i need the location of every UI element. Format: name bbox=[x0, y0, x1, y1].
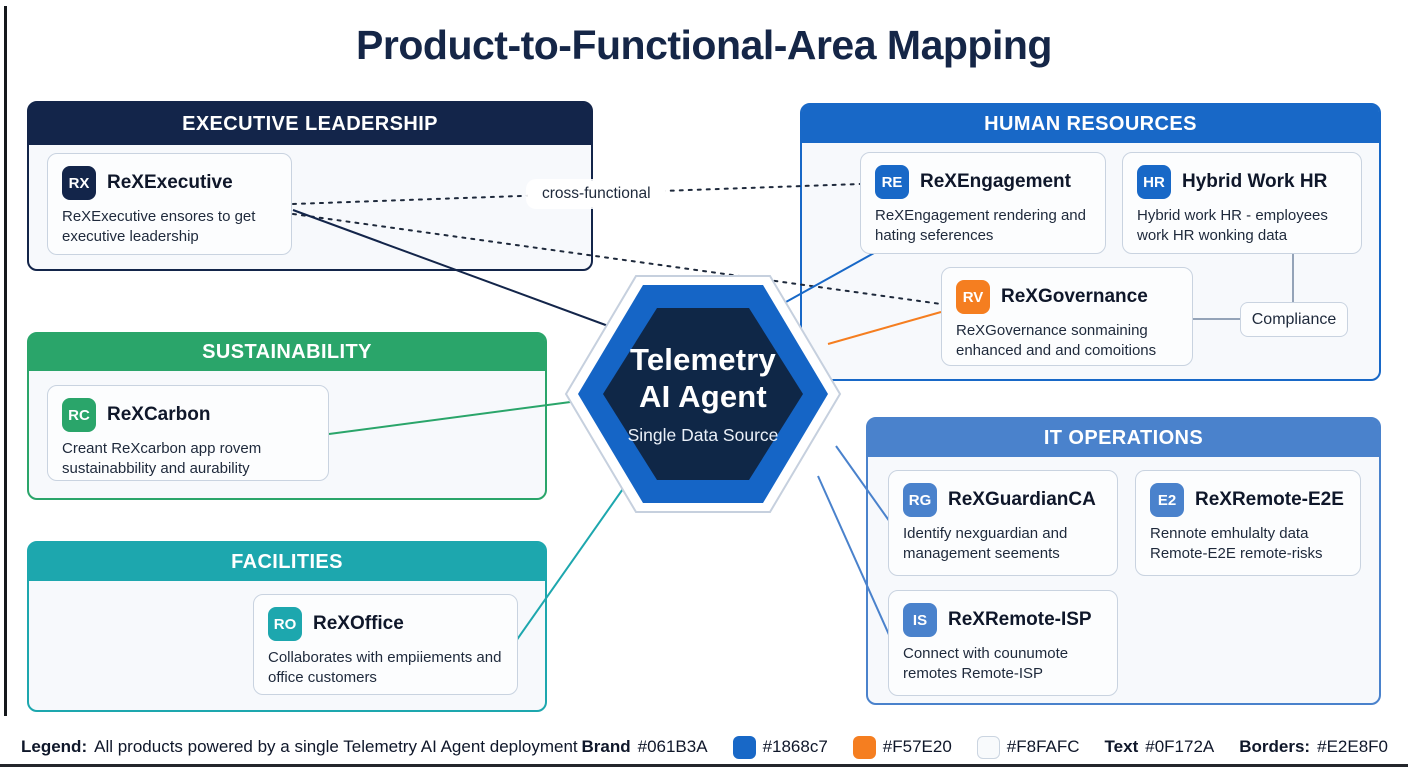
legend-label: Legend: bbox=[21, 737, 88, 756]
rex-office-badge-icon: RO bbox=[268, 607, 302, 641]
card-head: RG ReXGuardianCA bbox=[903, 483, 1103, 517]
card-title: ReXOffice bbox=[313, 613, 404, 634]
legend-item-value: #061B3A bbox=[637, 737, 708, 756]
page-title: Product-to-Functional-Area Mapping bbox=[356, 22, 1052, 68]
card-rex-office: RO ReXOffice Collaborates with empiiemen… bbox=[253, 594, 518, 695]
card-description: ReXEngagement rendering and hating sefer… bbox=[875, 207, 1086, 244]
legend-item-text: Text #0F172A bbox=[1105, 737, 1215, 757]
legend-bar: Legend: All products powered by a single… bbox=[0, 732, 1408, 762]
card-title: ReXExecutive bbox=[107, 172, 233, 193]
legend-item-brand: Brand #061B3A bbox=[581, 737, 707, 757]
area-it-operations-header: IT OPERATIONS bbox=[868, 419, 1379, 457]
card-title: ReXEngagement bbox=[920, 171, 1071, 192]
rex-carbon-badge-icon: RC bbox=[62, 398, 96, 432]
card-description: Creant ReXcarbon app rovem sustainabbili… bbox=[62, 440, 262, 477]
card-rex-remote-isp: IS ReXRemote-ISP Connect with counumote … bbox=[888, 590, 1118, 696]
card-head: E2 ReXRemote-E2E bbox=[1150, 483, 1346, 517]
legend-item-value: #0F172A bbox=[1145, 737, 1215, 756]
screen-edge-artifact-bottom bbox=[0, 764, 1408, 767]
card-description: ReXExecutive ensores to get executive le… bbox=[62, 208, 256, 245]
card-title: ReXRemote-ISP bbox=[948, 609, 1092, 630]
hexagon-icon bbox=[564, 275, 842, 513]
card-head: RC ReXCarbon bbox=[62, 398, 314, 432]
card-head: IS ReXRemote-ISP bbox=[903, 603, 1103, 637]
card-description: Collaborates with empiiements and office… bbox=[268, 649, 502, 686]
legend-item-value: #E2E8F0 bbox=[1317, 737, 1388, 756]
card-rex-carbon: RC ReXCarbon Creant ReXcarbon app rovem … bbox=[47, 385, 329, 481]
card-description: ReXGovernance sonmaining enhanced and an… bbox=[956, 322, 1157, 359]
legend-item-name: Borders: bbox=[1239, 737, 1311, 756]
legend-item-borders: Borders: #E2E8F0 bbox=[1239, 737, 1388, 757]
legend-items: Brand #061B3A #1868c7 #F57E20 #F8FAFC Te… bbox=[581, 735, 1388, 759]
hybrid-work-hr-badge-icon: HR bbox=[1137, 165, 1171, 199]
rex-governance-badge-icon: RV bbox=[956, 280, 990, 314]
card-head: HR Hybrid Work HR bbox=[1137, 165, 1347, 199]
orange-swatch-icon bbox=[852, 735, 876, 759]
compliance-node: Compliance bbox=[1240, 302, 1348, 337]
legend-item-value: #1868c7 bbox=[762, 737, 828, 756]
card-title: ReXRemote-E2E bbox=[1195, 489, 1344, 510]
card-description: Hybrid work HR - employees work HR wonki… bbox=[1137, 207, 1328, 244]
card-head: RX ReXExecutive bbox=[62, 166, 277, 200]
card-rex-executive: RX ReXExecutive ReXExecutive ensores to … bbox=[47, 153, 292, 255]
card-description: Rennote emhulalty data Remote-E2E remote… bbox=[1150, 525, 1323, 562]
area-human-resources-header: HUMAN RESOURCES bbox=[802, 105, 1379, 143]
card-hybrid-work-hr: HR Hybrid Work HR Hybrid work HR - emplo… bbox=[1122, 152, 1362, 254]
hexagon-title-line2: AI Agent bbox=[639, 378, 767, 414]
screen-edge-artifact-left bbox=[4, 6, 7, 716]
hexagon-subtitle: Single Data Source bbox=[627, 425, 779, 446]
rex-guardian-badge-icon: RG bbox=[903, 483, 937, 517]
legend-item-value: #F8FAFC bbox=[1006, 737, 1080, 756]
card-rex-remote-e2e: E2 ReXRemote-E2E Rennote emhulalty data … bbox=[1135, 470, 1361, 576]
hexagon-text: Telemetry AI Agent Single Data Source bbox=[561, 268, 845, 520]
light-swatch-icon bbox=[976, 735, 1000, 759]
legend-item-value: #F57E20 bbox=[882, 737, 952, 756]
area-executive-leadership-header: EXECUTIVE LEADERSHIP bbox=[29, 103, 591, 145]
legend-item-name: Brand bbox=[581, 737, 631, 756]
legend-item-surface: #F8FAFC bbox=[976, 735, 1080, 759]
rex-engagement-badge-icon: RE bbox=[875, 165, 909, 199]
card-title: Hybrid Work HR bbox=[1182, 171, 1328, 192]
area-facilities-header: FACILITIES bbox=[29, 543, 545, 581]
card-head: RV ReXGovernance bbox=[956, 280, 1178, 314]
telemetry-ai-agent-node: Telemetry AI Agent Single Data Source bbox=[561, 268, 845, 520]
card-head: RE ReXEngagement bbox=[875, 165, 1091, 199]
blue-swatch-icon bbox=[732, 735, 756, 759]
card-rex-guardian-ca: RG ReXGuardianCA Identify nexguardian an… bbox=[888, 470, 1118, 576]
rex-remote-e2e-badge-icon: E2 bbox=[1150, 483, 1184, 517]
card-head: RO ReXOffice bbox=[268, 607, 503, 641]
card-title: ReXGovernance bbox=[1001, 286, 1148, 307]
rex-executive-badge-icon: RX bbox=[62, 166, 96, 200]
card-rex-engagement: RE ReXEngagement ReXEngagement rendering… bbox=[860, 152, 1106, 254]
card-rex-governance: RV ReXGovernance ReXGovernance sonmainin… bbox=[941, 267, 1193, 366]
card-description: Identify nexguardian and management seem… bbox=[903, 525, 1068, 562]
card-description: Connect with counumote remotes Remote-IS… bbox=[903, 645, 1069, 682]
card-title: ReXCarbon bbox=[107, 404, 211, 425]
legend-item-name: Text bbox=[1104, 737, 1139, 756]
legend-item-orange: #F57E20 bbox=[852, 735, 952, 759]
legend-item-blue: #1868c7 bbox=[732, 735, 828, 759]
cross-functional-label: cross-functional bbox=[528, 181, 665, 207]
area-sustainability-header: SUSTAINABILITY bbox=[29, 334, 545, 371]
card-title: ReXGuardianCA bbox=[948, 489, 1096, 510]
hexagon-title-line1: Telemetry bbox=[630, 341, 776, 377]
rex-remote-isp-badge-icon: IS bbox=[903, 603, 937, 637]
legend-text: All products powered by a single Telemet… bbox=[94, 737, 578, 756]
